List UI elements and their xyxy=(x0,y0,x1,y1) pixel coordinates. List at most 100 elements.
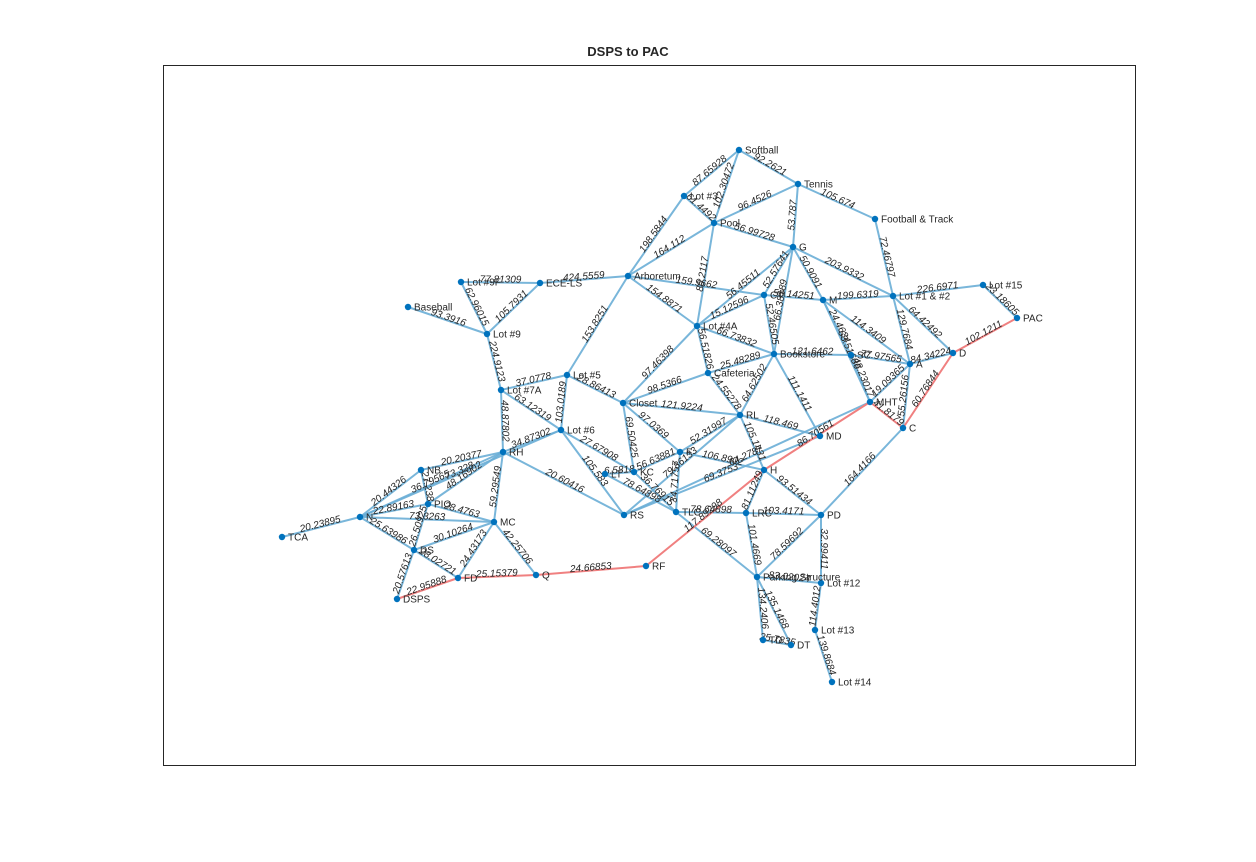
edge-a-c xyxy=(902,363,911,429)
edge-lot-5-closet xyxy=(566,374,624,404)
node-label-h: H xyxy=(770,466,777,477)
edge-arboretum-lot-5 xyxy=(566,275,629,376)
node-lot-3 xyxy=(680,192,688,200)
edge-lot-9-lot-7a xyxy=(486,333,502,391)
edge-m-lot-1-2 xyxy=(822,295,894,301)
node-bookstore xyxy=(770,350,778,358)
edge-closet-rl xyxy=(622,402,741,416)
edge-bookstore-md xyxy=(773,353,821,437)
node-nb xyxy=(417,466,425,474)
edge-rs-rh xyxy=(502,451,625,516)
edge-ct-m xyxy=(763,294,824,301)
node-label-lot-14: Lot #14 xyxy=(838,678,872,689)
edge-bookstore-cafeteria xyxy=(707,353,775,374)
edge-rh-pio xyxy=(427,451,504,505)
edge-weight-label: 24.66853 xyxy=(569,561,613,575)
edge-mc-q xyxy=(493,521,537,576)
node-lot-9f xyxy=(457,278,465,286)
edge-lot-5-lot-6 xyxy=(560,374,568,431)
edge-weight-label: 114.4012 xyxy=(807,585,823,627)
node-lot-9 xyxy=(483,330,491,338)
node-td xyxy=(759,636,767,644)
node-label-pio: PIO xyxy=(434,500,451,511)
edge-h-lrc xyxy=(745,469,765,514)
edge-ece-ls-lot-9 xyxy=(486,282,541,335)
node-kc xyxy=(630,468,638,476)
node-rs xyxy=(620,511,628,519)
node-label-tca: TCA xyxy=(288,533,308,544)
node-lot-13 xyxy=(811,626,819,634)
node-rl xyxy=(736,411,744,419)
edge-ds-n xyxy=(359,516,415,551)
node-label-pool: Pool xyxy=(720,219,740,230)
edge-kc-lot-6 xyxy=(560,429,635,473)
node-label-lot-5: Lot #5 xyxy=(573,371,601,382)
edge-lot-4a-cafeteria xyxy=(696,325,709,374)
edge-lot-9f-lot-9 xyxy=(460,281,488,335)
edge-pd-parking-structure xyxy=(756,514,822,578)
node-rf xyxy=(642,562,650,570)
node-label-football-track: Football & Track xyxy=(881,215,954,226)
edge-parking-structure-lot-12 xyxy=(756,576,822,584)
node-lot-12 xyxy=(817,579,825,587)
edge-rs-lot-6 xyxy=(560,429,625,516)
node-label-lot-13: Lot #13 xyxy=(821,626,855,637)
edge-h-pd xyxy=(763,469,822,516)
edge-mht-c xyxy=(869,401,904,429)
edge-weight-label: 103.4171 xyxy=(763,505,805,517)
node-tennis xyxy=(794,180,802,188)
node-label-pac: PAC xyxy=(1023,314,1043,325)
edge-h-f xyxy=(679,451,765,471)
node-label-lot-9f: Lot #9F xyxy=(467,278,501,289)
edge-weight-label: 78.64898 xyxy=(690,504,732,516)
node-label-nb: NB xyxy=(427,466,441,477)
edge-ct-bookstore xyxy=(763,294,775,355)
edge-a-mht xyxy=(869,363,911,403)
edge-kc-lt xyxy=(604,471,635,475)
node-label-kc: KC xyxy=(640,468,654,479)
edge-g-ct xyxy=(763,246,794,296)
edge-lot-1-2-lot-15 xyxy=(892,284,984,297)
edge-lot-13-lot-14 xyxy=(814,629,833,683)
node-label-pd: PD xyxy=(827,511,841,522)
node-md xyxy=(816,432,824,440)
edge-arboretum-ece-ls xyxy=(539,275,629,284)
edge-fd-q xyxy=(457,574,537,579)
edge-n-tca xyxy=(281,516,361,538)
node-label-ece-ls: ECE-LS xyxy=(546,279,582,290)
edge-cafeteria-rl xyxy=(707,372,741,416)
node-ece-ls xyxy=(536,279,544,287)
edge-lot-12-lot-13 xyxy=(814,582,822,631)
edge-lot-1-2-d xyxy=(892,295,954,354)
node-tlc xyxy=(672,508,680,516)
edge-bookstore-sc xyxy=(773,353,852,356)
node-d xyxy=(949,349,957,357)
node-label-f: F xyxy=(686,448,692,459)
node-pio xyxy=(424,500,432,508)
edge-weight-label: 53.787 xyxy=(786,199,799,231)
node-label-m: M xyxy=(829,296,837,307)
nodes-layer xyxy=(278,146,1021,686)
node-parking-structure xyxy=(753,573,761,581)
plot-frame xyxy=(163,65,1136,766)
node-lot-4a xyxy=(693,322,701,330)
edge-tlc-kc xyxy=(633,471,677,513)
node-label-tlc: TLC xyxy=(682,508,701,519)
node-mht xyxy=(866,398,874,406)
node-label-td: TD xyxy=(769,636,782,647)
node-lt xyxy=(601,470,609,478)
node-label-tennis: Tennis xyxy=(804,180,833,191)
edge-g-m xyxy=(792,246,824,301)
edge-pool-lot-4a xyxy=(696,222,715,327)
edge-pd-c xyxy=(820,427,904,516)
edge-softball-lot-3 xyxy=(683,149,740,197)
edge-lot-3-arboretum xyxy=(627,195,685,277)
edge-parking-structure-dt xyxy=(756,576,792,646)
node-rh xyxy=(499,448,507,456)
edge-tennis-g xyxy=(792,183,799,248)
node-label-d: D xyxy=(959,349,966,360)
node-lot-6 xyxy=(557,426,565,434)
edge-rh-nb xyxy=(420,451,504,471)
edge-weight-label: 226.6971 xyxy=(915,280,959,296)
